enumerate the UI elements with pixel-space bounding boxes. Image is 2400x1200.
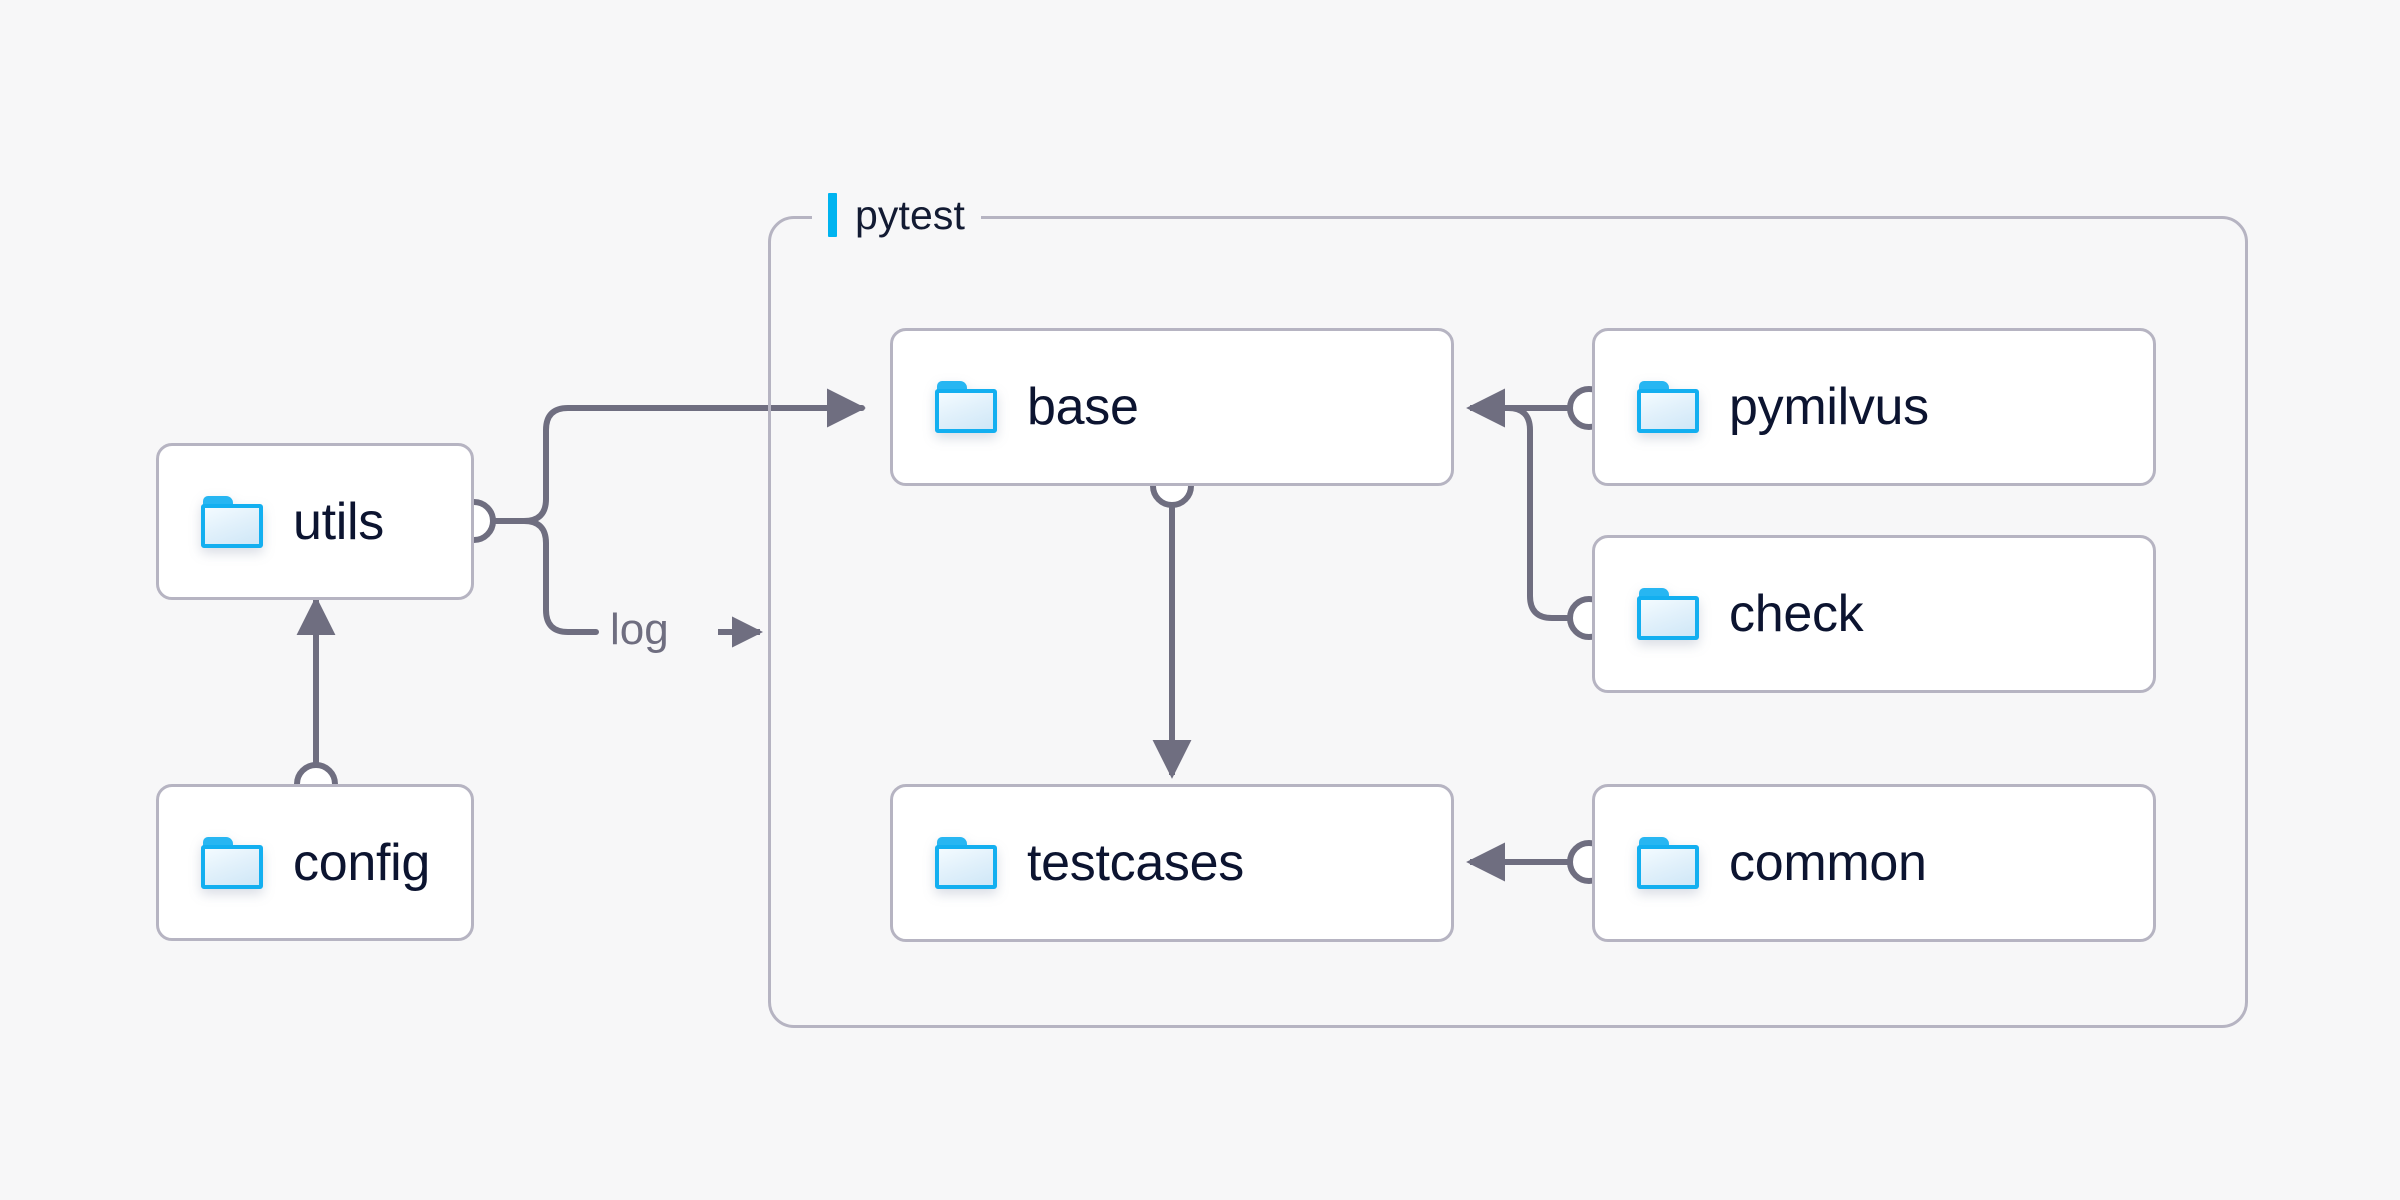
group-pytest bbox=[768, 216, 2248, 1028]
node-config[interactable]: config bbox=[156, 784, 474, 941]
edge-label-log: log bbox=[604, 608, 675, 652]
node-testcases-label: testcases bbox=[1027, 834, 1244, 892]
node-base[interactable]: base bbox=[890, 328, 1454, 486]
node-common[interactable]: common bbox=[1592, 784, 2156, 942]
folder-icon bbox=[1637, 381, 1699, 433]
folder-icon bbox=[1637, 588, 1699, 640]
node-config-label: config bbox=[293, 833, 430, 892]
node-common-label: common bbox=[1729, 834, 1927, 892]
folder-icon bbox=[201, 836, 263, 889]
edge-config-utils bbox=[294, 596, 338, 806]
node-utils[interactable]: utils bbox=[156, 443, 474, 600]
node-check-label: check bbox=[1729, 585, 1864, 643]
node-utils-label: utils bbox=[293, 492, 384, 551]
group-pytest-title: pytest bbox=[855, 191, 965, 238]
folder-icon bbox=[201, 495, 263, 548]
node-pymilvus[interactable]: pymilvus bbox=[1592, 328, 2156, 486]
node-check[interactable]: check bbox=[1592, 535, 2156, 693]
group-pytest-label: pytest bbox=[812, 188, 981, 242]
accent-bar-icon bbox=[828, 193, 837, 237]
node-pymilvus-label: pymilvus bbox=[1729, 378, 1929, 436]
folder-icon bbox=[935, 381, 997, 433]
node-base-label: base bbox=[1027, 378, 1139, 436]
node-testcases[interactable]: testcases bbox=[890, 784, 1454, 942]
folder-icon bbox=[935, 837, 997, 889]
folder-icon bbox=[1637, 837, 1699, 889]
